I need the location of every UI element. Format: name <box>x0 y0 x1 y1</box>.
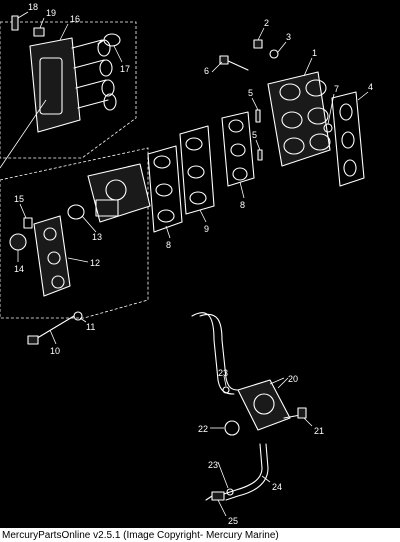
callout-2: 2 <box>264 18 269 28</box>
callout-3: 3 <box>286 32 291 42</box>
callout-12: 12 <box>90 258 100 268</box>
callout-20: 20 <box>288 374 298 384</box>
callout-23-lower: 23 <box>208 460 218 470</box>
part-8-gasket-lower <box>147 145 183 233</box>
callout-5-lower: 5 <box>252 130 257 140</box>
part-23-clamp-lower <box>226 488 234 496</box>
callout-24: 24 <box>272 482 282 492</box>
group-frame-top <box>0 21 137 159</box>
part-18-screw <box>11 15 19 31</box>
copyright-caption: MercuryPartsOnline v2.5.1 (Image Copyrig… <box>2 530 279 541</box>
part-10-bolt <box>27 315 75 345</box>
callout-11: 11 <box>86 322 95 332</box>
exploded-parts-diagram: 18 19 16 17 2 3 6 1 4 5 5 7 8 8 9 13 15 … <box>0 0 400 528</box>
part-13-o-ring <box>67 204 85 220</box>
callout-6: 6 <box>204 66 209 76</box>
part-25-fitting <box>205 491 225 501</box>
group-frame-middle <box>0 147 149 319</box>
part-24-fuel-line-lower <box>223 443 269 501</box>
part-22-o-ring <box>224 420 240 436</box>
part-20-fuel-pump <box>237 377 291 431</box>
part-9-reed-plate <box>179 125 215 215</box>
part-2-bolt <box>253 39 263 49</box>
part-14-plug <box>9 233 27 251</box>
part-16-silencer-cover <box>29 37 117 133</box>
callout-9: 9 <box>204 224 209 234</box>
callout-18: 18 <box>28 2 38 12</box>
callout-5-upper: 5 <box>248 88 253 98</box>
part-15-clip <box>23 217 33 229</box>
part-11-washer <box>73 311 83 321</box>
callout-4: 4 <box>368 82 373 92</box>
part-21-bolt <box>283 407 307 419</box>
callout-7: 7 <box>334 84 339 94</box>
part-8-gasket-upper <box>221 111 255 187</box>
part-12-adaptor-plate <box>33 215 71 297</box>
callout-numbers: 18 19 16 17 2 3 6 1 4 5 5 7 8 8 9 13 15 … <box>14 2 373 526</box>
callout-13: 13 <box>92 232 102 242</box>
part-17-clamp <box>97 33 121 47</box>
part-5-stud-lower <box>257 149 263 161</box>
part-5-stud-upper <box>255 109 261 123</box>
callout-8-upper: 8 <box>240 200 245 210</box>
part-24-fuel-line-upper <box>191 312 239 395</box>
callout-10: 10 <box>50 346 60 356</box>
part-6-screw <box>219 55 249 71</box>
callout-15: 15 <box>14 194 24 204</box>
part-4-gasket <box>331 91 365 187</box>
callout-14: 14 <box>14 264 24 274</box>
callout-25: 25 <box>228 516 238 526</box>
callout-16: 16 <box>70 14 80 24</box>
callout-8-lower: 8 <box>166 240 171 250</box>
callout-23-upper: 23 <box>218 368 228 378</box>
carburetor-body <box>87 163 151 223</box>
callout-22: 22 <box>198 424 208 434</box>
leader-lines <box>0 11 369 517</box>
part-1-intake-manifold <box>267 71 331 167</box>
callout-19: 19 <box>46 8 56 18</box>
callout-17: 17 <box>120 64 130 74</box>
part-19-grommet <box>33 27 45 37</box>
callout-21: 21 <box>314 426 324 436</box>
part-3-washer <box>269 49 279 59</box>
part-23-clamp-upper <box>222 386 230 394</box>
callout-1: 1 <box>312 48 317 58</box>
